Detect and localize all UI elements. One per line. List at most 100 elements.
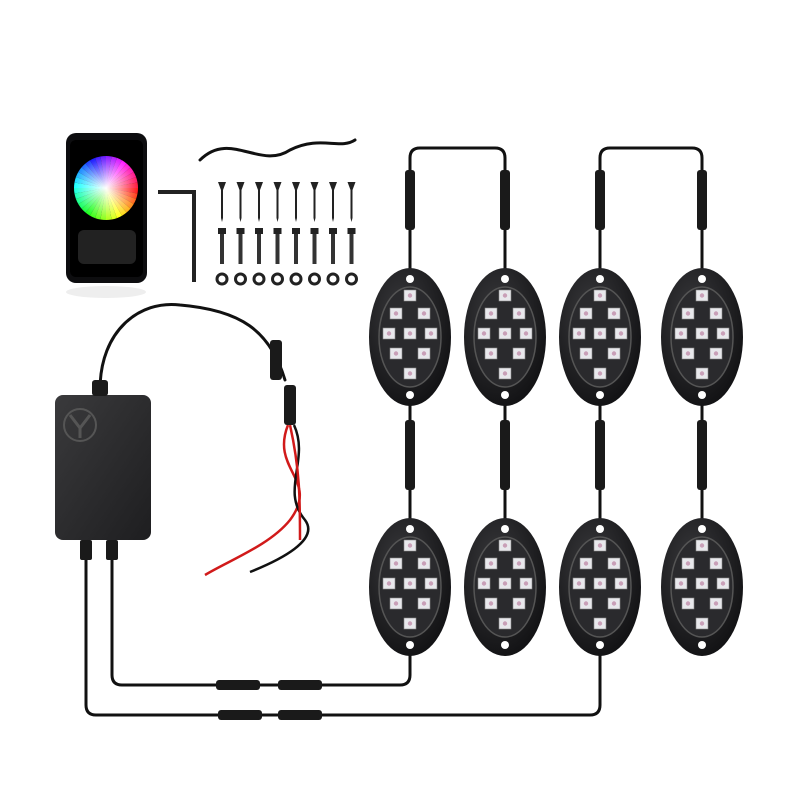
- color-wheel-icon: [74, 156, 138, 220]
- inline-fuse-connector: [284, 385, 296, 425]
- washer: [271, 272, 284, 286]
- mount-hole: [406, 275, 414, 283]
- led-die: [502, 621, 508, 626]
- led-die: [523, 331, 529, 336]
- bolt: [294, 234, 298, 264]
- led-die: [685, 311, 691, 316]
- led-die: [407, 371, 413, 376]
- led-die: [393, 351, 399, 356]
- led-die: [699, 371, 705, 376]
- rock-light-pods: [369, 268, 743, 656]
- bolt: [257, 234, 261, 264]
- led-die: [685, 601, 691, 606]
- waterproof-connector: [500, 420, 510, 490]
- led-die: [516, 561, 522, 566]
- led-die: [583, 311, 589, 316]
- bolt-head: [329, 228, 337, 234]
- led-die: [488, 561, 494, 566]
- led-die: [583, 351, 589, 356]
- led-die: [678, 331, 684, 336]
- waterproof-connector: [278, 680, 322, 690]
- led-die: [699, 581, 705, 586]
- waterproof-connector: [405, 420, 415, 490]
- bolt-head: [347, 228, 356, 234]
- led-die: [583, 601, 589, 606]
- mount-hole: [698, 275, 706, 283]
- led-die: [611, 351, 617, 356]
- rock-light-pod: [464, 518, 546, 656]
- bolt: [349, 234, 354, 264]
- waterproof-connector: [595, 170, 605, 230]
- led-die: [421, 311, 427, 316]
- led-die: [516, 351, 522, 356]
- led-die: [713, 601, 719, 606]
- led-die: [583, 561, 589, 566]
- rock-light-pod: [661, 518, 743, 656]
- screw: [329, 182, 337, 222]
- led-die: [393, 601, 399, 606]
- led-die: [407, 331, 413, 336]
- led-die: [488, 311, 494, 316]
- power-connector: [270, 340, 282, 380]
- bolt: [275, 234, 280, 264]
- bolt-head: [255, 228, 263, 234]
- power-leads: [204, 424, 310, 577]
- led-die: [407, 293, 413, 298]
- washer: [234, 272, 247, 286]
- led-die: [597, 371, 603, 376]
- rock-light-pod: [559, 518, 641, 656]
- screw: [255, 182, 263, 222]
- led-die: [699, 331, 705, 336]
- led-die: [611, 311, 617, 316]
- rock-light-pod: [369, 518, 451, 656]
- connectors: [216, 170, 707, 720]
- waterproof-connector: [697, 420, 707, 490]
- led-die: [502, 293, 508, 298]
- led-die: [699, 293, 705, 298]
- led-die: [713, 561, 719, 566]
- led-die: [481, 581, 487, 586]
- led-die: [421, 601, 427, 606]
- mount-hole: [698, 641, 706, 649]
- mount-hole: [501, 525, 509, 533]
- led-die: [502, 543, 508, 548]
- bolt: [331, 234, 335, 264]
- waterproof-connector: [405, 170, 415, 230]
- led-die: [393, 561, 399, 566]
- led-die: [393, 311, 399, 316]
- rock-light-pod: [369, 268, 451, 406]
- washer: [215, 272, 229, 286]
- waterproof-connector: [278, 710, 322, 720]
- waterproof-connector: [216, 680, 260, 690]
- mount-hole: [596, 275, 604, 283]
- waterproof-connector: [595, 420, 605, 490]
- led-die: [699, 543, 705, 548]
- waterproof-connector: [500, 170, 510, 230]
- main-cable-2: [84, 538, 602, 717]
- led-die: [502, 331, 508, 336]
- color-wheel-center: [74, 156, 138, 220]
- bolt: [238, 234, 243, 264]
- jumper-cable-left: [408, 146, 507, 274]
- led-die: [516, 601, 522, 606]
- washer: [289, 272, 303, 286]
- smartphone-app-icon: [66, 133, 147, 283]
- brand-logo-icon: [63, 408, 97, 442]
- mount-hole: [501, 391, 509, 399]
- main-cable-1: [110, 538, 412, 687]
- led-die: [386, 331, 392, 336]
- phone-reflection: [66, 286, 146, 298]
- mount-hole: [698, 525, 706, 533]
- led-die: [421, 561, 427, 566]
- led-die: [481, 331, 487, 336]
- led-die: [488, 351, 494, 356]
- pod-links: [408, 400, 704, 525]
- mount-hole: [501, 641, 509, 649]
- mount-hole: [406, 391, 414, 399]
- screw: [218, 182, 226, 222]
- screw: [310, 182, 319, 222]
- screw: [273, 182, 282, 222]
- led-die: [597, 581, 603, 586]
